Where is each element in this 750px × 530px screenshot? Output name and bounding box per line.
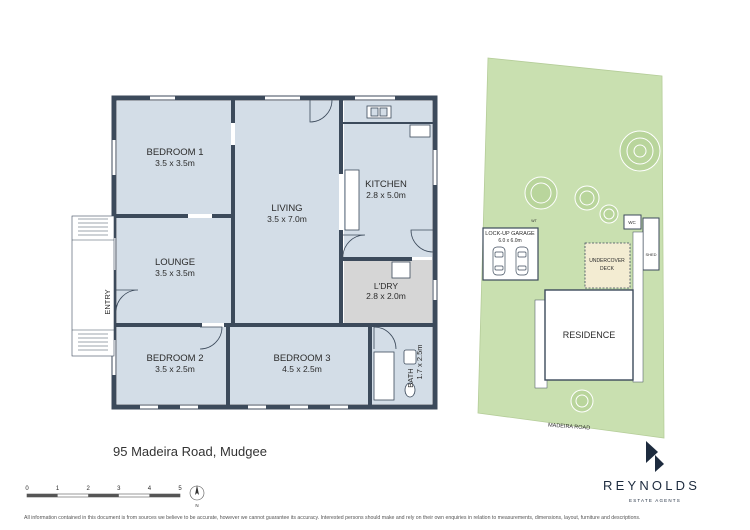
scale-tick-5: 5	[178, 486, 182, 492]
room-dims-bedroom-2: 3.5 x 2.5m	[155, 364, 195, 374]
scale-bar	[26, 493, 181, 498]
entry-steps	[71, 215, 115, 357]
room-name-bedroom-1: BEDROOM 1	[146, 147, 203, 158]
lock-up-garage	[482, 227, 539, 281]
bedroom-3-area	[230, 327, 368, 404]
scale-tick-4: 4	[148, 486, 152, 492]
room-dims-bedroom-1: 3.5 x 3.5m	[155, 158, 195, 168]
room-name-living: LIVING	[271, 203, 302, 214]
north-label: N	[195, 503, 198, 508]
deck-label-line1: UNDERCOVER	[589, 258, 625, 264]
scale-tick-2: 2	[87, 486, 91, 492]
scale-tick-3: 3	[117, 486, 121, 492]
room-dims-bath: 1.7 x 2.5m	[415, 344, 424, 379]
room-name-bedroom-2: BEDROOM 2	[146, 353, 203, 364]
site-path	[632, 231, 644, 383]
room-dims-lounge: 3.5 x 3.5m	[155, 268, 195, 278]
residence-label: RESIDENCE	[563, 330, 616, 340]
bedroom-1-area	[117, 101, 231, 214]
disclaimer-text: All information contained in this docume…	[24, 515, 641, 521]
wc-label: WC	[628, 220, 636, 225]
room-dims-living: 3.5 x 7.0m	[267, 214, 307, 224]
brand-tagline: ESTATE AGENTS	[629, 498, 681, 503]
deck-label-line2: DECK	[600, 266, 615, 272]
brand-name: REYNOLDS	[603, 478, 701, 493]
reynolds-logo-icon	[646, 441, 664, 472]
property-address: 95 Madeira Road, Mudgee	[113, 444, 267, 459]
room-dims-bedroom-3: 4.5 x 2.5m	[282, 364, 322, 374]
room-name-bath: BATH	[406, 368, 415, 387]
shed-label: SHED	[645, 252, 656, 257]
bath-fittings	[373, 349, 417, 401]
lounge-area	[117, 218, 231, 323]
scale-tick-0: 0	[25, 486, 29, 492]
room-name-lounge: LOUNGE	[155, 257, 195, 268]
garage-name: LOCK-UP GARAGE	[485, 231, 535, 237]
residence-block	[544, 289, 634, 381]
north-arrow-icon	[189, 485, 205, 501]
door-swings	[115, 99, 434, 350]
garage-wt-marker: WT	[531, 219, 537, 223]
car-icons	[492, 246, 529, 276]
bedroom-2-area	[117, 327, 226, 404]
kitchen-fittings	[344, 105, 431, 231]
room-name-kitchen: KITCHEN	[365, 179, 407, 190]
entry-label: ENTRY	[103, 289, 112, 314]
windows	[112, 96, 437, 409]
room-dims-laundry: 2.8 x 2.0m	[366, 291, 406, 301]
living-area	[235, 101, 339, 323]
laundry-tub	[391, 261, 411, 279]
laundry-area	[344, 260, 432, 323]
road-label: MADEIRA ROAD	[548, 423, 591, 432]
room-dims-kitchen: 2.8 x 5.0m	[366, 190, 406, 200]
room-name-laundry: L'DRY	[374, 281, 398, 291]
trees	[524, 130, 661, 413]
scale-tick-1: 1	[56, 486, 60, 492]
garage-dims: 6.0 x 6.0m	[498, 238, 521, 244]
room-name-bedroom-3: BEDROOM 3	[273, 353, 330, 364]
shed-block	[642, 217, 660, 271]
wc-block	[623, 214, 642, 230]
undercover-deck	[584, 242, 631, 289]
